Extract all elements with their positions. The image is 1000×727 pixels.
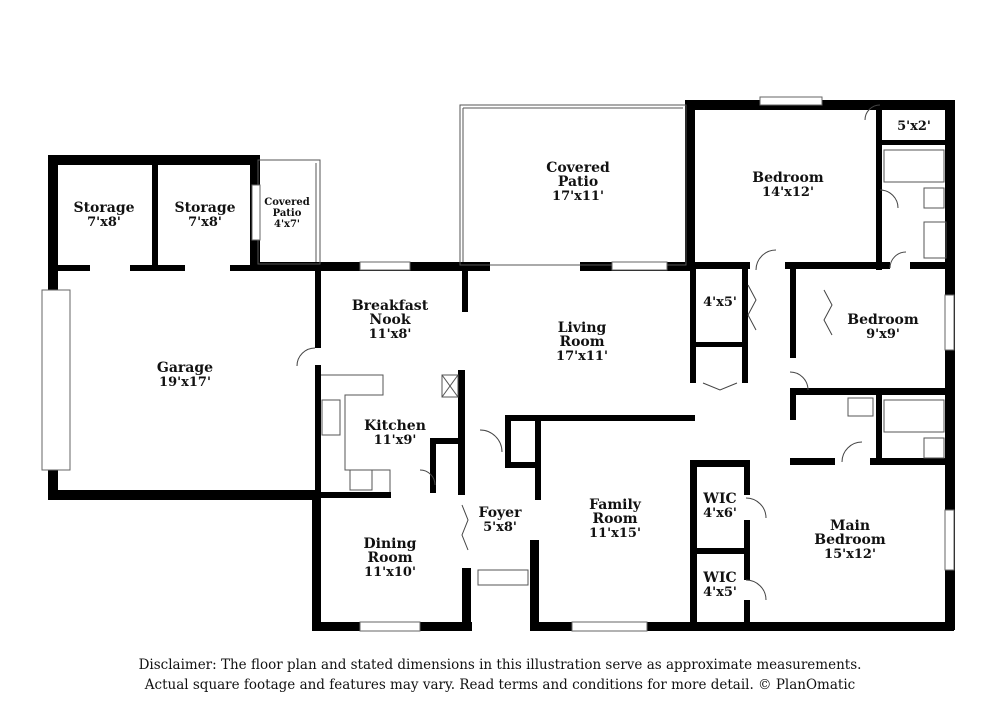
dining-room-name2: Room <box>367 550 412 566</box>
disclaimer-line2: Actual square footage and features may v… <box>144 677 856 693</box>
covered-patio-small-name1: Covered <box>264 197 309 208</box>
breakfast-nook-name1: Breakfast <box>352 298 429 314</box>
bedroom1-dim: 14'x12' <box>762 185 814 200</box>
disclaimer: Disclaimer: The floor plan and stated di… <box>0 655 1000 695</box>
living-room-name2: Room <box>559 334 604 350</box>
living-room-dim: 17'x11' <box>556 349 608 364</box>
storage1-dim: 7'x8' <box>87 215 121 230</box>
garage-name: Garage <box>157 360 213 376</box>
family-room-dim: 11'x15' <box>589 526 641 541</box>
windows <box>41 96 955 632</box>
covered-patio-name1: Covered <box>546 160 610 176</box>
family-room-name1: Family <box>589 497 642 513</box>
family-room-name2: Room <box>592 511 637 527</box>
wic1-dim: 4'x6' <box>703 506 737 521</box>
thin-lines <box>257 104 947 492</box>
main-bedroom-name1: Main <box>830 518 870 534</box>
main-bedroom-name2: Bedroom <box>814 532 886 548</box>
storage2-name: Storage <box>174 200 235 216</box>
bedroom2-name: Bedroom <box>847 312 919 328</box>
foyer-dim: 5'x8' <box>483 520 517 535</box>
bedroom1-name: Bedroom <box>752 170 824 186</box>
storage2-dim: 7'x8' <box>188 215 222 230</box>
covered-patio-dim: 17'x11' <box>552 189 604 204</box>
room-labels: Storage 7'x8' Storage 7'x8' Covered Pati… <box>73 119 930 600</box>
doors <box>296 104 907 601</box>
wic2-name: WIC <box>702 570 736 586</box>
wic1-name: WIC <box>702 491 736 507</box>
covered-patio-small-name2: Patio <box>273 208 302 219</box>
bedroom2-dim: 9'x9' <box>866 327 900 342</box>
closet-4x5-dim: 4'x5' <box>703 295 737 310</box>
covered-patio-small-dim: 4'x7' <box>274 219 300 230</box>
closet-5x2-dim: 5'x2' <box>897 119 931 134</box>
main-bedroom-dim: 15'x12' <box>824 547 876 562</box>
wic2-dim: 4'x5' <box>703 585 737 600</box>
floor-plan: Storage 7'x8' Storage 7'x8' Covered Pati… <box>41 96 955 632</box>
breakfast-nook-dim: 11'x8' <box>369 327 412 342</box>
breakfast-nook-name2: Nook <box>369 312 410 328</box>
kitchen-dim: 11'x9' <box>374 433 417 448</box>
dining-room-dim: 11'x10' <box>364 565 416 580</box>
foyer-name: Foyer <box>479 505 523 521</box>
garage-dim: 19'x17' <box>159 375 211 390</box>
kitchen-name: Kitchen <box>364 418 426 434</box>
storage1-name: Storage <box>73 200 134 216</box>
covered-patio-name2: Patio <box>558 174 598 190</box>
disclaimer-line1: Disclaimer: The floor plan and stated di… <box>138 657 862 673</box>
living-room-name1: Living <box>558 320 607 336</box>
dining-room-name1: Dining <box>364 536 417 552</box>
